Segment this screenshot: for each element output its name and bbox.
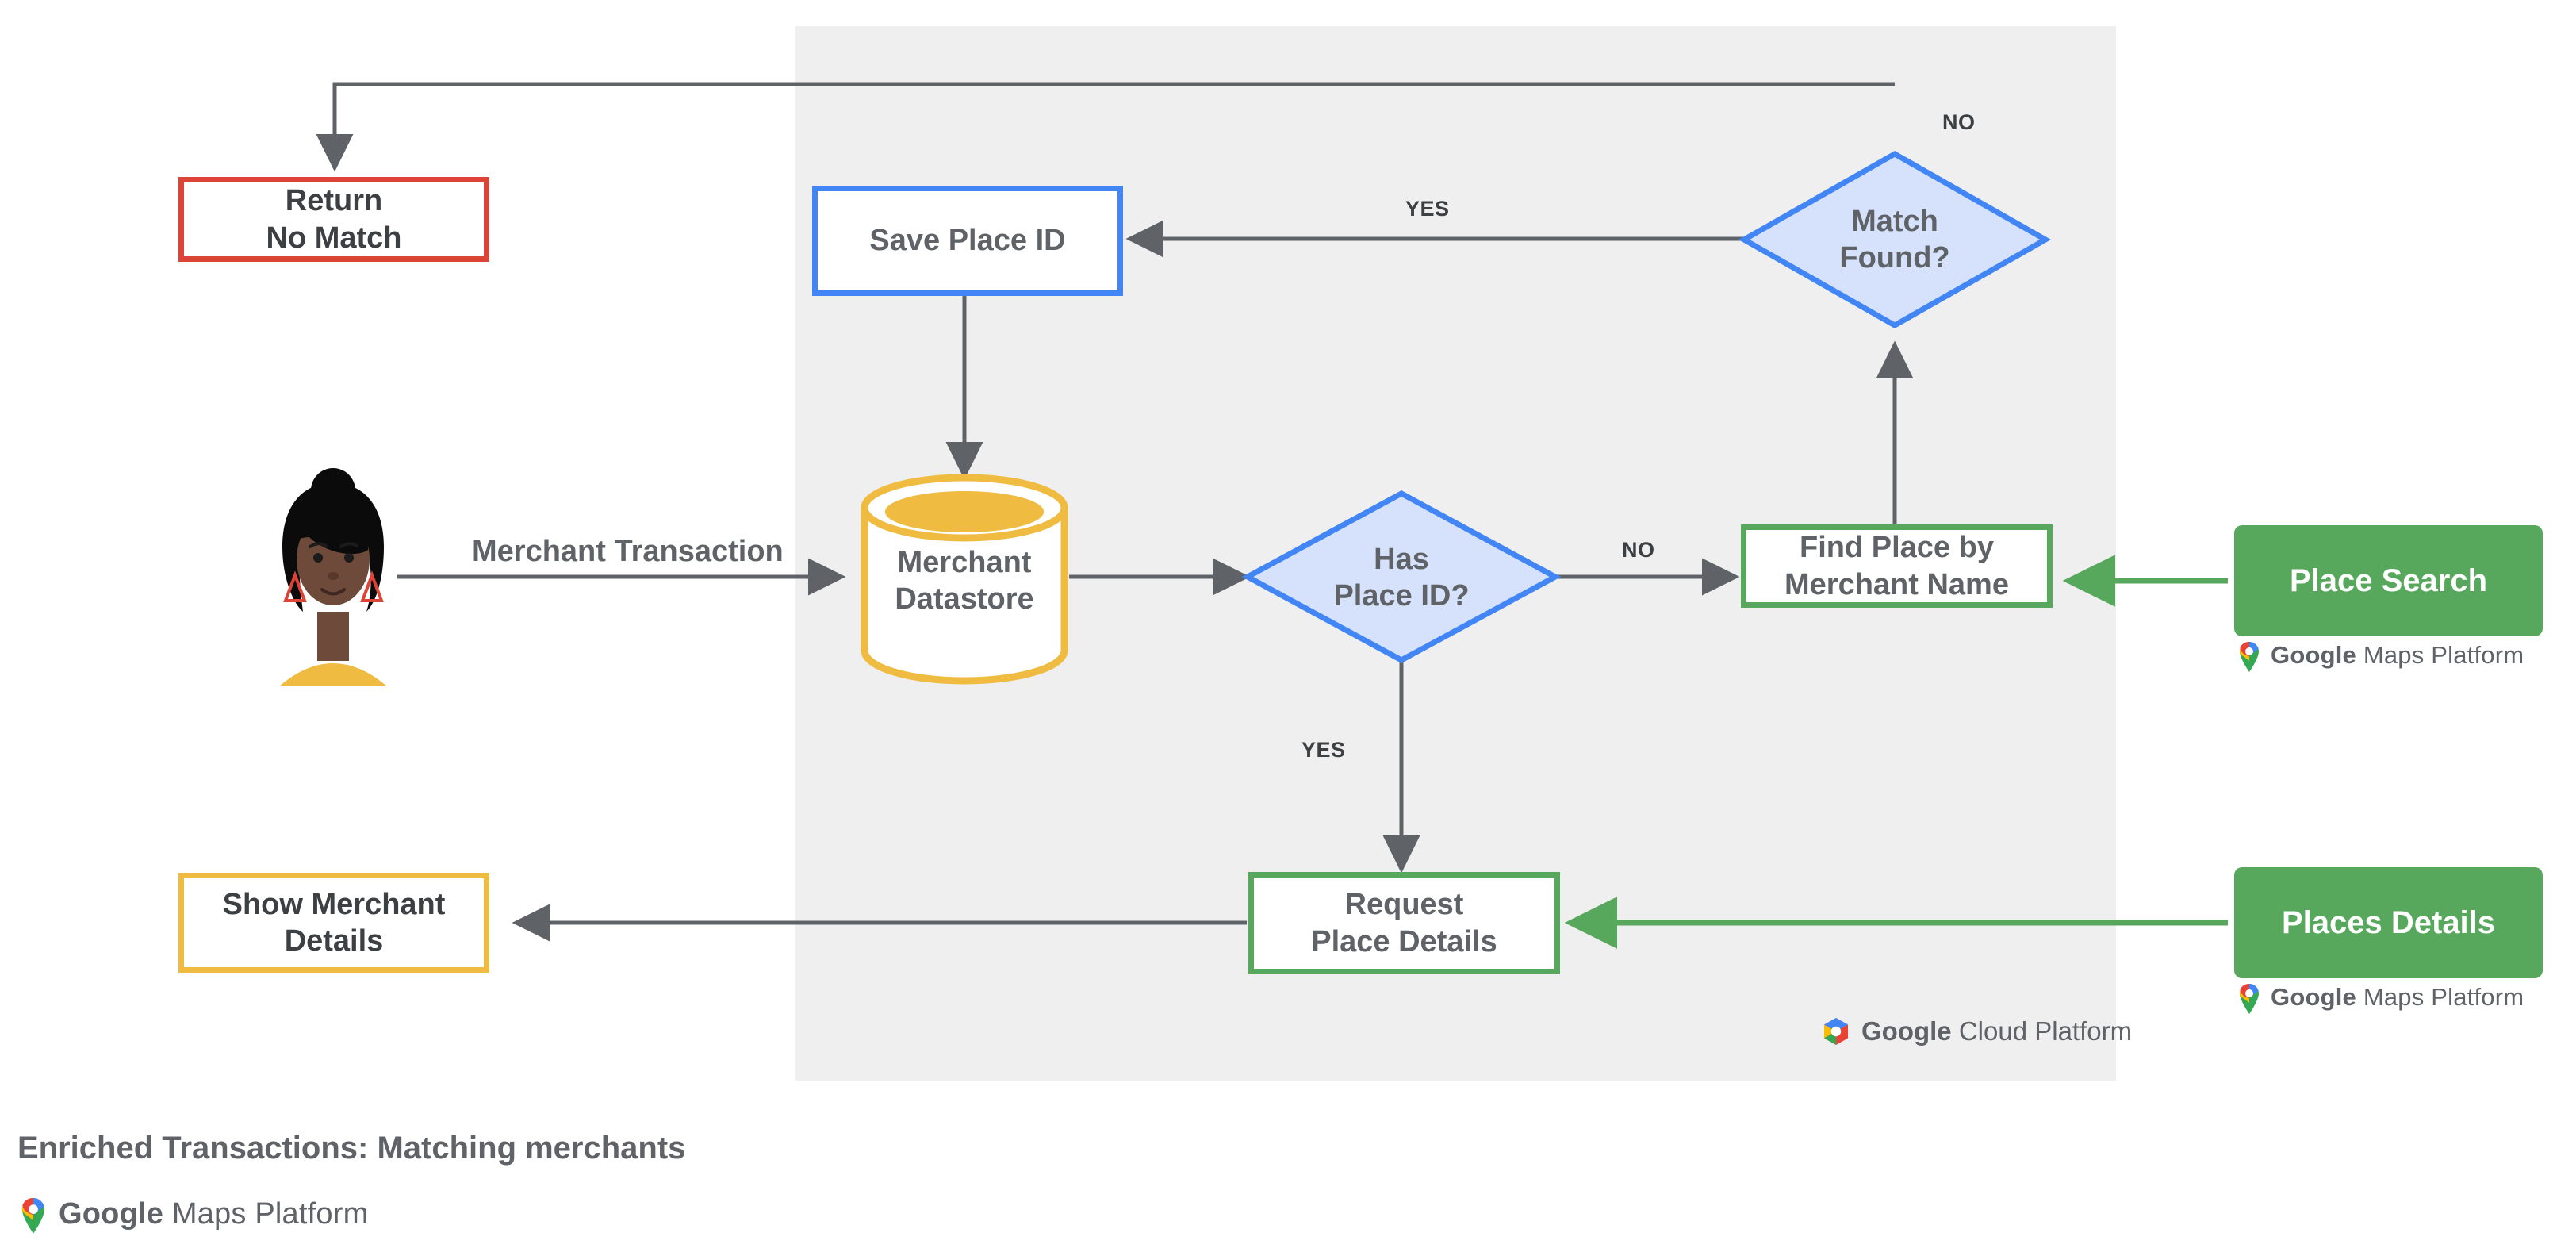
show-merchant-details-box[interactable]: Show Merchant Details [178,873,489,973]
place-search-label: Place Search [2289,563,2488,598]
diagram-caption: Enriched Transactions: Matching merchant… [17,1131,686,1166]
save-place-id-label: Save Place ID [869,224,1066,258]
has-place-id-diamond [1241,490,1562,663]
maps-platform-brand: Google [2271,641,2356,669]
show-merchant-details-label: Show Merchant Details [222,887,446,958]
avatar-neck [317,612,349,661]
places-details-box[interactable]: Places Details [2234,867,2543,978]
maps-platform-logo-footer: Google Maps Platform [17,1194,368,1234]
avatar-brow-left [309,542,328,548]
avatar-earring-left [283,570,307,602]
maps-platform-product: Maps Platform [2363,641,2524,669]
merchant-transaction-label: Merchant Transaction [472,535,784,568]
google-maps-pin-icon [2240,983,2259,1014]
has-place-id-yes-label: YES [1301,738,1346,762]
avatar-hair-front [284,483,369,555]
return-no-match-label: Return No Match [266,184,402,255]
cloud-platform-brand: Google [1861,1016,1952,1046]
avatar-nose [328,572,339,580]
avatar-earring-right [360,570,384,602]
match-found-label: Match Found? [1839,204,1950,275]
maps-platform-logo-places-details: Google Maps Platform [2236,981,2524,1014]
has-place-id-no-label: NO [1622,538,1655,562]
google-maps-pin-icon [2240,641,2259,672]
find-place-by-merchant-name-label: Find Place by Merchant Name [1784,531,2009,601]
match-found-yes-label: YES [1405,197,1450,221]
has-place-id-label: Has Place ID? [1333,542,1470,613]
google-cloud-hexagon-icon [1824,1018,1848,1045]
find-place-by-merchant-name-box[interactable]: Find Place by Merchant Name [1741,524,2053,608]
maps-platform-product: Maps Platform [2363,983,2524,1011]
cloud-platform-logo: Google Cloud Platform [1820,1016,2132,1047]
request-place-details-box[interactable]: Request Place Details [1248,872,1560,974]
cloud-platform-product: Cloud Platform [1958,1016,2133,1046]
avatar-eye-right [344,553,354,563]
maps-platform-product: Maps Platform [171,1196,369,1231]
match-found-diamond-label-wrap[interactable]: Match Found? [1776,184,2014,295]
place-search-box[interactable]: Place Search [2234,525,2543,636]
maps-platform-logo-place-search: Google Maps Platform [2236,639,2524,672]
avatar-eye-left [313,553,323,563]
merchant-datastore-label: Merchant Datastore [895,545,1034,616]
match-found-diamond [1738,150,2052,329]
maps-platform-logo-text: Google Maps Platform [2271,983,2524,1012]
return-no-match-box[interactable]: Return No Match [178,177,489,262]
avatar-mouth [320,588,346,596]
user-avatar [279,468,387,686]
request-place-details-label: Request Place Details [1311,888,1497,958]
maps-platform-logo-text: Google Maps Platform [59,1197,368,1231]
edge-match-found-no [316,82,1895,172]
match-found-no-label: NO [1942,110,1976,134]
places-details-label: Places Details [2281,904,2496,940]
avatar-shirt [279,663,387,686]
avatar-brow-right [339,542,358,548]
maps-platform-logo-text: Google Maps Platform [2271,641,2524,670]
merchant-datastore-box[interactable]: Merchant Datastore [861,525,1068,636]
has-place-id-diamond-label-wrap[interactable]: Has Place ID? [1285,522,1518,633]
google-maps-pin-icon [21,1197,45,1234]
maps-platform-brand: Google [2271,983,2356,1011]
maps-platform-brand: Google [59,1196,164,1231]
cloud-platform-logo-text: Google Cloud Platform [1861,1016,2132,1047]
save-place-id-box[interactable]: Save Place ID [812,186,1123,296]
